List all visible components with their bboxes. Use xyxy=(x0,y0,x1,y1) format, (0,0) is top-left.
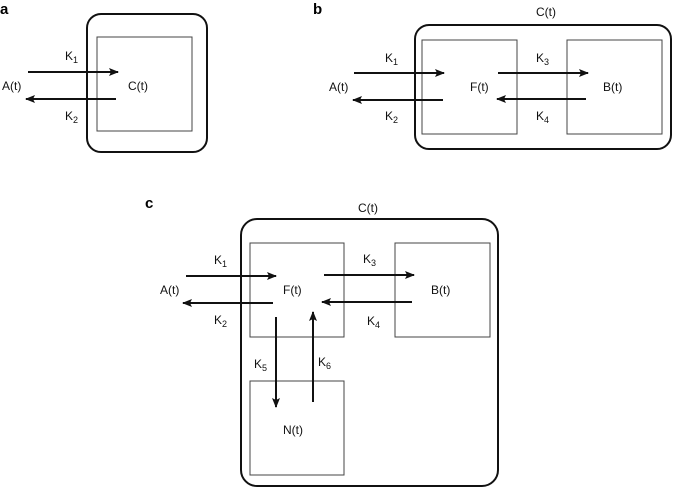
bound-compartment-label: B(t) xyxy=(603,80,622,94)
k3-label: K3 xyxy=(363,252,376,268)
tissue-boundary xyxy=(86,13,208,153)
k2-label: K2 xyxy=(385,109,398,125)
free-compartment-box xyxy=(421,39,518,135)
bound-compartment-label: B(t) xyxy=(431,283,450,297)
panel-c: c C(t) K1 K2 K3 K4 K5 K6 A(t) F(t) B(t) … xyxy=(145,195,499,487)
nonspecific-compartment-box xyxy=(249,380,345,476)
k2-label: K2 xyxy=(65,109,78,125)
bound-compartment-box xyxy=(566,39,663,135)
k6-label: K6 xyxy=(318,355,331,371)
panel-a-letter: a xyxy=(0,1,9,18)
panel-b-letter: b xyxy=(313,1,322,18)
arterial-input-label: A(t) xyxy=(160,283,179,297)
compartment-c-box xyxy=(96,36,193,132)
tissue-boundary xyxy=(240,218,499,487)
arterial-input-label: A(t) xyxy=(329,80,348,94)
panel-b: b C(t) K1 K2 K3 K4 A(t) F(t) B(t) xyxy=(313,1,672,150)
k5-label: K5 xyxy=(254,357,267,373)
nonspecific-compartment-label: N(t) xyxy=(283,423,303,437)
bound-compartment-box xyxy=(394,242,491,338)
k4-label: K4 xyxy=(367,314,380,330)
k2-label: K2 xyxy=(214,313,227,329)
panel-c-letter: c xyxy=(145,195,153,212)
free-compartment-label: F(t) xyxy=(283,283,302,297)
k1-label: K1 xyxy=(65,49,78,65)
compartment-c-label: C(t) xyxy=(128,79,148,93)
free-compartment-label: F(t) xyxy=(470,80,489,94)
k1-label: K1 xyxy=(385,51,398,67)
container-c-label: C(t) xyxy=(358,201,378,215)
arterial-input-label: A(t) xyxy=(2,79,21,93)
container-c-label: C(t) xyxy=(536,5,556,19)
k4-label: K4 xyxy=(536,109,549,125)
tissue-boundary xyxy=(414,24,672,150)
k3-label: K3 xyxy=(536,51,549,67)
panel-a: a K1 K2 A(t) C(t) xyxy=(0,1,208,153)
k1-label: K1 xyxy=(214,253,227,269)
free-compartment-box xyxy=(249,242,345,338)
